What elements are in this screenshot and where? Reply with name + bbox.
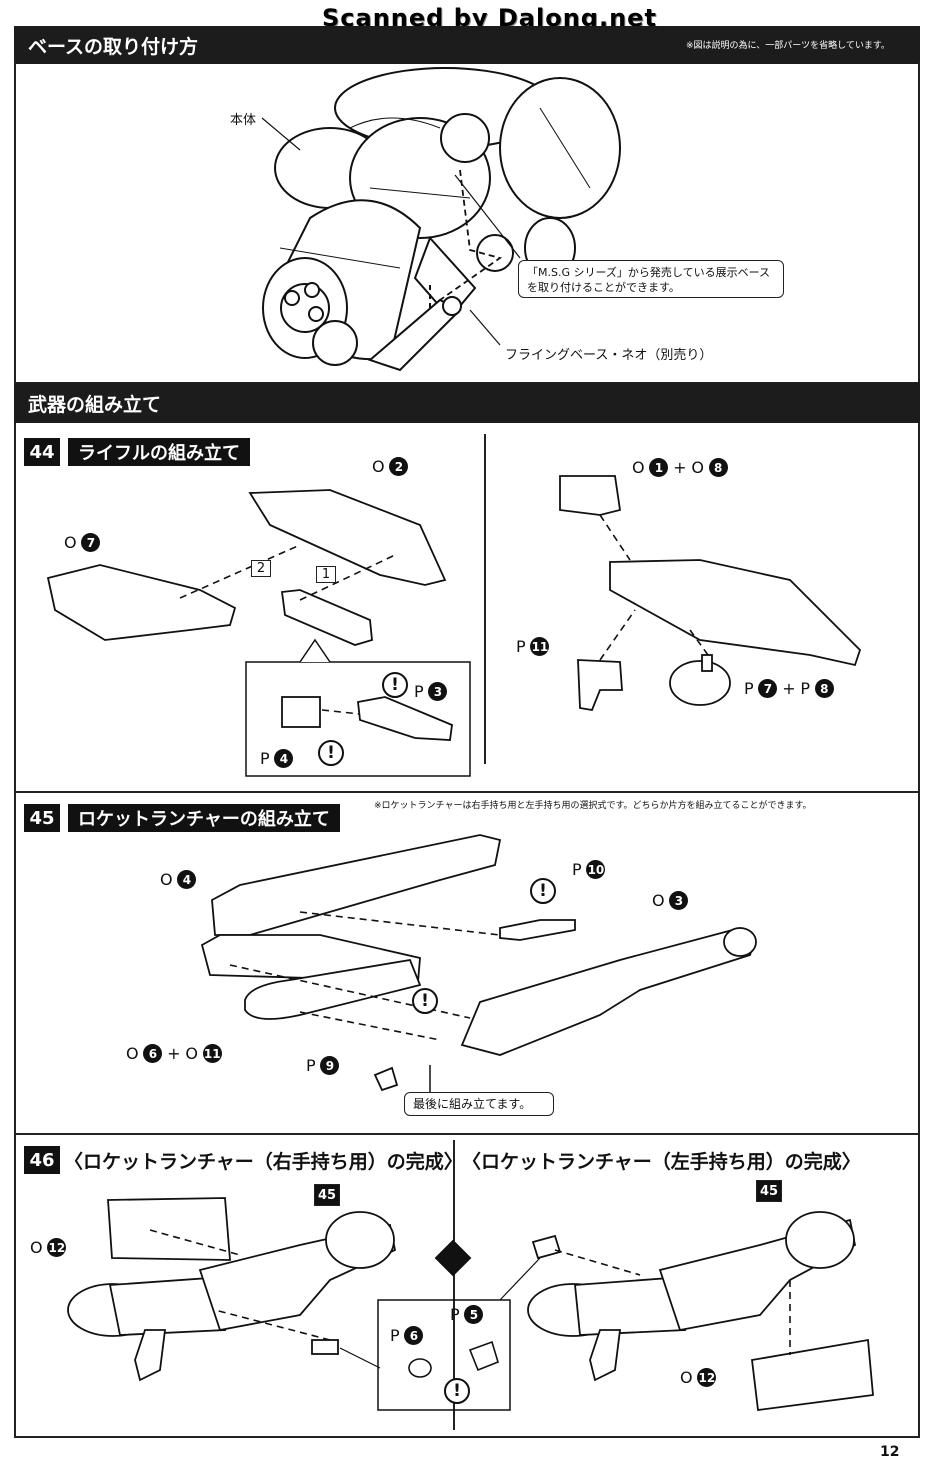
step-44-title: ライフルの組み立て xyxy=(68,438,250,466)
part-number-badge: 6 xyxy=(404,1326,424,1345)
part-letter: O xyxy=(64,533,77,552)
part-label-o6-o11: O 6 + O 11 xyxy=(126,1044,222,1063)
part-number-badge: 8 xyxy=(708,458,728,477)
part-letter: O xyxy=(691,458,704,477)
part-number-badge: 10 xyxy=(586,860,606,879)
weapons-section-header: 武器の組み立て xyxy=(14,383,920,423)
part-label-p5: P 5 xyxy=(450,1305,484,1324)
part-number-badge: 8 xyxy=(814,679,834,698)
step-46-number: 46 xyxy=(24,1146,60,1174)
step-45-number: 45 xyxy=(24,804,60,832)
part-label-p9: P 9 xyxy=(306,1056,340,1075)
step-ref-45-right: 45 xyxy=(314,1184,340,1206)
base-section-title: ベースの取り付け方 xyxy=(28,35,199,58)
part-number-badge: 9 xyxy=(320,1056,340,1075)
part-label-o4: O 4 xyxy=(160,870,197,889)
part-number-badge: 4 xyxy=(177,870,197,889)
part-number-badge: 7 xyxy=(758,679,778,698)
part-label-o12-right: O 12 xyxy=(30,1238,67,1257)
part-number-badge: 11 xyxy=(202,1044,222,1063)
part-label-p11: P 11 xyxy=(516,637,550,656)
part-label-o1-o8: O 1 + O 8 xyxy=(632,458,728,477)
rifle-assembled-illustration xyxy=(559,475,862,712)
part-label-o7: O 7 xyxy=(64,533,101,552)
part-label-p10: P 10 xyxy=(572,860,606,879)
part-letter: O xyxy=(160,870,173,889)
part-number-badge: 3 xyxy=(669,891,689,910)
plus-sign: + xyxy=(782,679,796,698)
step-ref-45-left: 45 xyxy=(756,1180,782,1202)
step-46-title-left-hand: 〈ロケットランチャー（左手持ち用）の完成〉 xyxy=(462,1151,861,1173)
weapons-section-title: 武器の組み立て xyxy=(28,393,162,416)
label-body: 本体 xyxy=(230,113,257,128)
part-number-badge: 12 xyxy=(697,1368,717,1387)
part-number-badge: 4 xyxy=(274,749,294,768)
step-45-title: ロケットランチャーの組み立て xyxy=(68,804,340,832)
seq-box-2: 2 xyxy=(251,560,271,577)
step-44-number: 44 xyxy=(24,438,60,466)
part-number-badge: 11 xyxy=(530,637,550,656)
rocket-launcher-parts-illustration xyxy=(200,834,757,1095)
part-letter: P xyxy=(260,749,270,768)
part-number-badge: 2 xyxy=(389,457,409,476)
part-number-badge: 5 xyxy=(464,1305,484,1324)
base-callout: 「M.S.G シリーズ」から発売している展示ベースを取り付けることができます。 xyxy=(518,260,784,298)
caution-icon: ! xyxy=(530,878,556,904)
part-number-badge: 3 xyxy=(428,682,448,701)
step-45-46-divider xyxy=(14,1133,920,1135)
part-letter: P xyxy=(572,860,582,879)
part-letter: P xyxy=(450,1305,460,1324)
step-45-note: ※ロケットランチャーは右手持ち用と左手持ち用の選択式です。どちらか片方を組み立て… xyxy=(374,801,812,811)
part-number-badge: 7 xyxy=(81,533,101,552)
part-letter: O xyxy=(680,1368,693,1387)
part-label-p4: P 4 xyxy=(260,749,294,768)
step-45-callout: 最後に組み立てます。 xyxy=(404,1092,554,1116)
part-letter: P xyxy=(744,679,754,698)
part-letter: P xyxy=(306,1056,316,1075)
base-attach-guide-line xyxy=(261,117,521,346)
rocket-launcher-right-hand-illustration xyxy=(67,1197,511,1411)
seq-box-1: 1 xyxy=(316,566,336,583)
part-letter: O xyxy=(372,457,385,476)
part-label-o12-left: O 12 xyxy=(680,1368,717,1387)
part-letter: O xyxy=(632,458,645,477)
part-label-p7-p8: P 7 + P 8 xyxy=(744,679,834,698)
base-section-header: ベースの取り付け方 xyxy=(14,26,920,64)
caution-icon: ! xyxy=(412,988,438,1014)
part-letter: O xyxy=(126,1044,139,1063)
rifle-left-parts-illustration xyxy=(46,489,471,777)
part-number-badge: 1 xyxy=(649,458,669,477)
part-number-badge: 6 xyxy=(143,1044,163,1063)
part-number-badge: 12 xyxy=(47,1238,67,1257)
part-letter: P xyxy=(414,682,424,701)
part-label-o3: O 3 xyxy=(652,891,689,910)
page-number: 12 xyxy=(880,1444,900,1460)
part-letter: P xyxy=(390,1326,400,1345)
plus-sign: + xyxy=(673,458,687,477)
part-letter: O xyxy=(185,1044,198,1063)
base-section-note: ※図は説明の為に、一部パーツを省略しています。 xyxy=(686,41,890,51)
step-44-45-divider xyxy=(14,791,920,793)
part-label-p3: P 3 xyxy=(414,682,448,701)
plus-sign: + xyxy=(167,1044,181,1063)
flying-base-illustration xyxy=(368,285,462,372)
step-46-vertical-divider xyxy=(453,1140,455,1430)
label-flying-base: フライングベース・ネオ（別売り） xyxy=(505,348,713,363)
mobile-suit-body-illustration xyxy=(262,67,621,366)
step-46-title-right-hand: 〈ロケットランチャー（右手持ち用）の完成〉 xyxy=(64,1151,463,1173)
part-letter: P xyxy=(516,637,526,656)
part-label-o2: O 2 xyxy=(372,457,409,476)
caution-icon: ! xyxy=(318,740,344,766)
part-letter: O xyxy=(652,891,665,910)
part-label-p6: P 6 xyxy=(390,1326,424,1345)
step-44-vertical-divider xyxy=(484,434,486,764)
part-letter: O xyxy=(30,1238,43,1257)
rocket-launcher-left-hand-illustration xyxy=(499,1211,874,1412)
caution-icon: ! xyxy=(382,672,408,698)
weapons-section-frame xyxy=(14,423,920,1438)
part-letter: P xyxy=(800,679,811,698)
caution-icon: ! xyxy=(444,1378,470,1404)
